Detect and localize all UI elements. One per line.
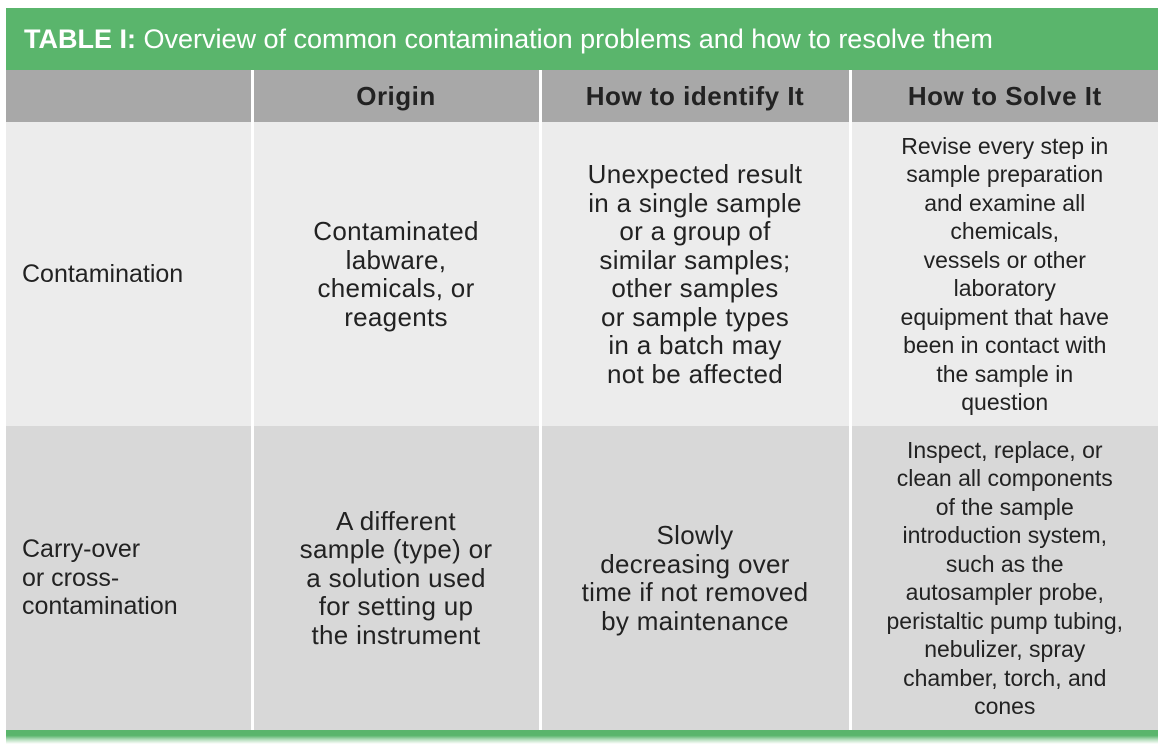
header-origin: Origin: [250, 70, 542, 122]
origin-cell: A different sample (type) or a solution …: [250, 426, 542, 730]
identify-line: other samples: [611, 273, 779, 303]
origin-line: A different: [336, 505, 456, 536]
solve-line: Revise every step in: [901, 132, 1109, 159]
table-title-lead: TABLE I:: [24, 24, 136, 54]
solve-line: autosampler probe,: [905, 579, 1104, 605]
header-empty-cell: [6, 70, 254, 122]
solve-line: chemicals,: [950, 218, 1060, 244]
table-title: TABLE I: Overview of common contaminatio…: [6, 8, 1158, 70]
origin-line: for setting up: [318, 591, 474, 622]
identify-line: similar samples;: [599, 244, 791, 275]
origin-line: Contaminated: [313, 216, 479, 246]
solve-line: question: [961, 389, 1049, 415]
identify-line: in a batch may: [608, 330, 782, 360]
solve-line: introduction system,: [902, 522, 1108, 548]
solve-line: equipment that have: [900, 303, 1109, 330]
table-row: Carry-over or cross- contamination A dif…: [6, 426, 1158, 730]
bottom-rule: [6, 730, 1158, 744]
origin-line: reagents: [344, 301, 448, 332]
header-identify: How to identify It: [538, 70, 852, 122]
solve-line: sample preparation: [906, 161, 1104, 187]
solve-line: vessels or other: [923, 246, 1086, 273]
solve-line: nebulizer, spray: [924, 636, 1086, 662]
solve-line: clean all components: [896, 465, 1113, 491]
solve-line: laboratory: [953, 275, 1056, 301]
identify-line: decreasing over: [600, 548, 790, 579]
identify-line: in a single sample: [588, 187, 802, 218]
identify-line: not be affected: [606, 358, 784, 389]
row-label-line: or cross-: [22, 563, 120, 592]
identify-line: time if not removed: [581, 577, 809, 607]
identify-line: Unexpected result: [587, 159, 803, 189]
solve-line: and examine all: [924, 189, 1086, 216]
solve-cell: Inspect, replace, or clean all component…: [848, 426, 1158, 730]
solve-line: of the sample: [935, 493, 1074, 520]
row-label-line: contamination: [22, 592, 178, 621]
table-row: Contamination Contaminated labware, chem…: [6, 122, 1158, 426]
identify-cell: Slowly decreasing over time if not remov…: [538, 426, 852, 730]
solve-cell: Revise every step in sample preparation …: [848, 122, 1158, 426]
identify-line: or sample types: [600, 301, 790, 332]
origin-line: labware,: [345, 244, 447, 275]
identify-cell: Unexpected result in a single sample or …: [538, 122, 852, 426]
header-row: Origin How to identify It How to Solve I…: [6, 70, 1158, 122]
solve-line: such as the: [945, 550, 1064, 577]
header-solve: How to Solve It: [848, 70, 1158, 122]
origin-cell: Contaminated labware, chemicals, or reag…: [250, 122, 542, 426]
solve-line: chamber, torch, and: [903, 664, 1107, 691]
row-label-cell: Carry-over or cross- contamination: [6, 426, 254, 730]
table-title-text: Overview of common contamination problem…: [135, 24, 993, 54]
origin-line: chemicals, or: [317, 273, 475, 303]
origin-line: sample (type) or: [299, 534, 493, 565]
solve-line: peristaltic pump tubing,: [886, 607, 1123, 634]
solve-line: cones: [974, 693, 1036, 719]
row-label-line: Carry-over: [22, 535, 141, 564]
solve-line: Inspect, replace, or: [906, 436, 1103, 463]
row-label-cell: Contamination: [6, 122, 254, 426]
origin-line: the instrument: [311, 619, 481, 650]
solve-line: the sample in: [936, 360, 1074, 387]
contamination-table: Origin How to identify It How to Solve I…: [6, 70, 1158, 730]
origin-line: a solution used: [306, 562, 486, 593]
identify-line: or a group of: [619, 216, 771, 246]
identify-line: Slowly: [656, 520, 734, 550]
solve-line: been in contact with: [903, 332, 1107, 358]
identify-line: by maintenance: [601, 605, 789, 636]
row-label-line: Contamination: [22, 259, 184, 288]
